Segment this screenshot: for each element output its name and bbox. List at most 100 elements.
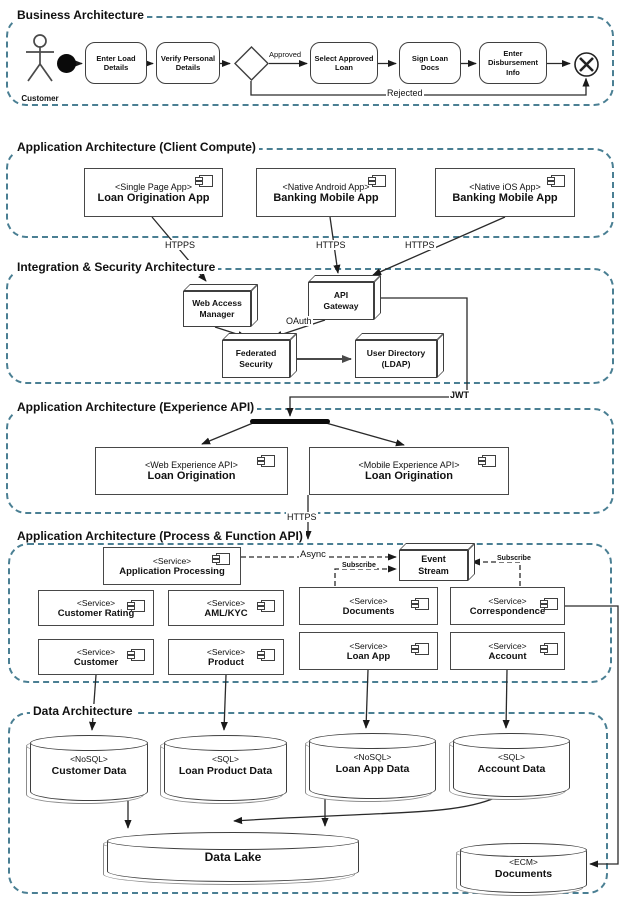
component-stereotype: <Mobile Experience API> xyxy=(358,460,460,470)
store-name: Loan App Data xyxy=(335,763,410,775)
service-customer-rating: <Service> Customer Rating xyxy=(38,590,154,626)
node-api-gateway: API Gateway xyxy=(308,275,381,320)
node-top-face xyxy=(222,333,297,340)
component-name: Loan App xyxy=(346,650,391,662)
component-stereotype: <Service> xyxy=(206,646,246,657)
component-icon xyxy=(411,643,429,655)
component-name: Correspondence xyxy=(469,605,546,617)
node-label: API Gateway xyxy=(323,290,359,311)
store-stereotype: <ECM> xyxy=(509,857,538,867)
store-name: Loan Product Data xyxy=(178,765,273,777)
data-lake: Data Lake xyxy=(103,832,359,885)
component-name: Customer xyxy=(73,656,119,668)
service-customer: <Service> Customer xyxy=(38,639,154,675)
component-icon xyxy=(212,553,230,565)
task-enter-disbursement-info: Enter Disbursement Info xyxy=(479,42,547,84)
label-subscribe-correspondence: Subscribe xyxy=(496,555,532,562)
component-icon xyxy=(127,649,145,661)
component-name: Customer Rating xyxy=(57,607,135,619)
link-account-to-store xyxy=(502,669,510,729)
store-name: Account Data xyxy=(477,763,546,775)
link-ios-to-gateway xyxy=(372,216,506,276)
store-customer-data: <NoSQL>Customer Data xyxy=(26,735,148,804)
section-business-frame xyxy=(6,16,614,106)
store-stereotype: <NoSQL> xyxy=(70,754,108,764)
node-side-face xyxy=(251,284,258,327)
task-label: Enter Disbursement Info xyxy=(487,48,538,77)
node-top-face xyxy=(308,275,381,282)
link-subscribe-documents xyxy=(334,565,397,586)
section-data-frame xyxy=(8,712,608,894)
store-loan-product-data: <SQL>Loan Product Data xyxy=(160,735,287,804)
data-lake-label: Data Lake xyxy=(204,850,262,864)
task-select-approved-loan: Select Approved Loan xyxy=(310,42,378,84)
node-side-face xyxy=(468,543,475,581)
node-front-face: User Directory (LDAP) xyxy=(355,340,437,378)
node-side-face xyxy=(290,333,297,378)
store-ecm-documents: <ECM>Documents xyxy=(456,843,587,896)
component-stereotype: <Service> xyxy=(488,595,527,606)
component-mobile-experience-api: <Mobile Experience API> Loan Origination xyxy=(309,447,509,495)
node-label: User Directory (LDAP) xyxy=(366,348,426,369)
start-event xyxy=(57,54,76,73)
component-icon xyxy=(257,649,275,661)
link-subscribe-correspondence xyxy=(471,558,521,586)
component-name: Account xyxy=(488,650,527,662)
customer-actor-icon xyxy=(26,34,54,82)
label-rejected: Rejected xyxy=(386,88,424,98)
node-label: Web Access Manager xyxy=(192,298,242,319)
node-side-face xyxy=(437,333,444,378)
section-data-title: Data Architecture xyxy=(30,704,136,718)
store-name: Customer Data xyxy=(51,765,127,777)
label-async: Async xyxy=(299,549,327,560)
label-htpps: HTPPS xyxy=(164,240,197,250)
component-name: Documents xyxy=(342,605,395,617)
label-https-ios: HTTPS xyxy=(404,240,436,250)
component-stereotype: <Service> xyxy=(76,597,116,608)
cylinder xyxy=(107,832,359,882)
node-event-stream: Event Stream xyxy=(399,543,475,581)
task-sign-loan-docs: Sign Loan Docs xyxy=(399,42,461,84)
task-label: Select Approved Loan xyxy=(314,53,374,72)
label-jwt: JWT xyxy=(449,390,470,400)
component-name: Banking Mobile App xyxy=(452,191,558,204)
task-label: Verify Personal Details xyxy=(160,53,216,72)
cylinder xyxy=(309,733,436,799)
component-icon xyxy=(368,175,386,187)
component-icon xyxy=(195,175,213,187)
task-label: Enter Load Details xyxy=(96,53,136,72)
node-user-directory-ldap: User Directory (LDAP) xyxy=(355,333,444,378)
gateway-diamond xyxy=(234,46,269,81)
component-name: Application Processing xyxy=(119,565,225,577)
cylinder xyxy=(460,843,587,893)
component-icon xyxy=(540,598,558,610)
component-icon xyxy=(478,455,496,467)
node-side-face xyxy=(374,275,381,320)
label-approved: Approved xyxy=(268,50,303,59)
store-account-data: <SQL>Account Data xyxy=(449,733,570,800)
node-top-face xyxy=(183,284,258,291)
store-stereotype: <SQL> xyxy=(498,752,525,762)
node-label: Event Stream xyxy=(418,554,449,576)
component-icon xyxy=(257,600,275,612)
component-name: AML/KYC xyxy=(204,607,248,619)
node-label: Federated Security xyxy=(235,348,277,369)
section-integration-title: Integration & Security Architecture xyxy=(14,260,219,274)
component-name: Banking Mobile App xyxy=(273,191,379,204)
node-top-face xyxy=(355,333,444,340)
component-name: Loan Origination App xyxy=(97,191,210,204)
actor-label: Customer xyxy=(21,94,59,103)
node-front-face: Event Stream xyxy=(399,550,468,581)
label-https-android: HTTPS xyxy=(315,240,347,250)
task-label: Sign Loan Docs xyxy=(411,53,449,72)
link-correspondence-to-ecm xyxy=(565,605,619,868)
node-federated-security: Federated Security xyxy=(222,333,297,378)
component-stereotype: <Service> xyxy=(76,646,116,657)
node-front-face: Web Access Manager xyxy=(183,291,251,327)
service-account: <Service> Account xyxy=(450,632,565,670)
label-oauth: OAuth xyxy=(285,316,313,326)
component-icon xyxy=(411,598,429,610)
service-documents: <Service> Documents xyxy=(299,587,438,625)
section-process-title: Application Architecture (Process & Func… xyxy=(14,529,306,543)
